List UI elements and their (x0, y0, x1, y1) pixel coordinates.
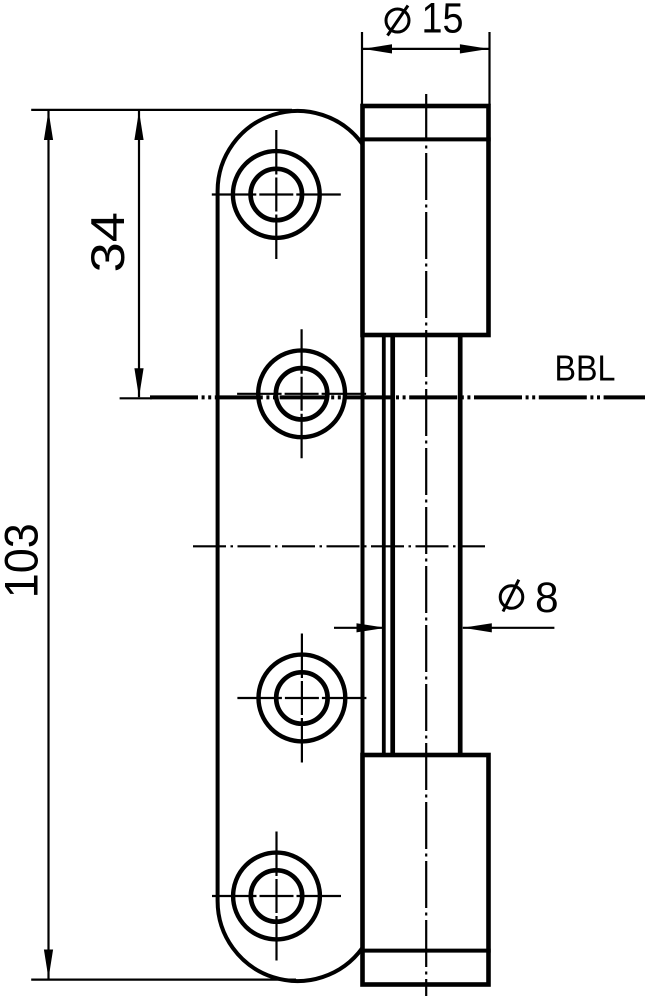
svg-text:103: 103 (0, 523, 49, 598)
svg-text:34: 34 (82, 212, 135, 273)
svg-text:BBL: BBL (555, 347, 616, 388)
svg-text:15: 15 (422, 0, 464, 43)
svg-text:8: 8 (535, 575, 559, 622)
